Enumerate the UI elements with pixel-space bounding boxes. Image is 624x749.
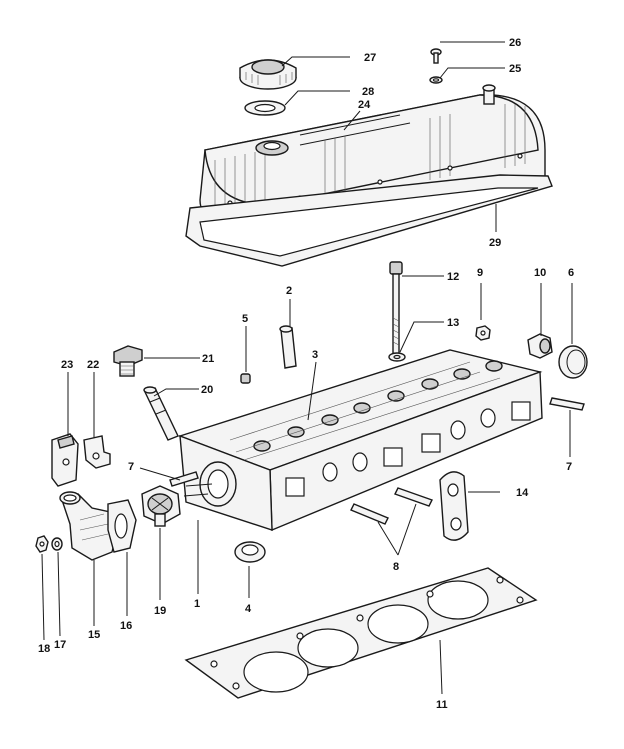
outlet-nut: [35, 535, 49, 553]
manifold-stud-a: [350, 503, 389, 525]
callout-19: 19: [154, 605, 166, 617]
callout-14: 14: [516, 487, 529, 499]
callout-6: 6: [568, 267, 574, 279]
callout-11: 11: [436, 699, 448, 711]
callout-7-right: 7: [566, 461, 572, 473]
callout-15: 15: [88, 629, 100, 641]
nut: [475, 325, 491, 341]
callout-3: 3: [312, 349, 318, 361]
callout-1: 1: [194, 598, 200, 610]
callout-7-left: 7: [128, 461, 134, 473]
rocker-cover-gasket: [185, 174, 553, 267]
callout-16: 16: [120, 620, 132, 632]
callout-10: 10: [534, 267, 546, 279]
temperature-sender: [113, 345, 143, 377]
callout-20: 20: [201, 384, 213, 396]
callout-27: 27: [364, 52, 376, 64]
core-plug: [558, 345, 588, 379]
callout-8: 8: [393, 561, 399, 573]
dowel-pin: [279, 325, 297, 369]
head-gasket: [184, 567, 538, 699]
callout-25: 25: [509, 63, 521, 75]
rocker-cover-screw: [430, 48, 442, 64]
callout-13: 13: [447, 317, 459, 329]
bracket-plate: [439, 471, 469, 541]
oil-filler-cap: [239, 59, 297, 90]
callout-5: 5: [242, 313, 248, 325]
outlet-washer: [51, 537, 63, 551]
callout-9: 9: [477, 267, 483, 279]
callout-12: 12: [447, 271, 459, 283]
callout-18: 18: [38, 643, 50, 655]
stud-left: [169, 471, 199, 487]
small-plug: [240, 373, 251, 384]
callout-22: 22: [87, 359, 99, 371]
valve-springs: [229, 360, 503, 461]
stud-right: [549, 397, 585, 411]
rocker-shaft-stud: [389, 261, 403, 355]
callout-23: 23: [61, 359, 73, 371]
callout-2: 2: [286, 285, 292, 297]
callout-17: 17: [54, 639, 66, 651]
callout-4: 4: [245, 603, 252, 615]
lifting-bracket-23: [51, 433, 79, 487]
stud-washer: [388, 352, 406, 362]
callout-labels: 27 28 24 26 25 29 12 13 9 10 6 2 5 3 21 …: [38, 37, 574, 711]
callout-24: 24: [358, 99, 371, 111]
heater-tube: [143, 386, 179, 441]
callout-28: 28: [362, 86, 374, 98]
cylinder-head: [177, 349, 543, 532]
thermostat: [141, 485, 181, 527]
callout-21: 21: [202, 353, 214, 365]
leader-lines: [41, 41, 573, 695]
sealing-ring: [234, 541, 266, 563]
filler-cap-seal: [244, 100, 286, 116]
cylinder-head-ports: [285, 401, 531, 497]
callout-29: 29: [489, 237, 501, 249]
outlet-gasket: [107, 499, 137, 553]
blanking-plug: [527, 333, 553, 359]
rocker-cover-washer: [429, 76, 443, 84]
manifold-stud-b: [394, 487, 433, 507]
lifting-bracket-22: [83, 435, 111, 469]
callout-26: 26: [509, 37, 521, 49]
